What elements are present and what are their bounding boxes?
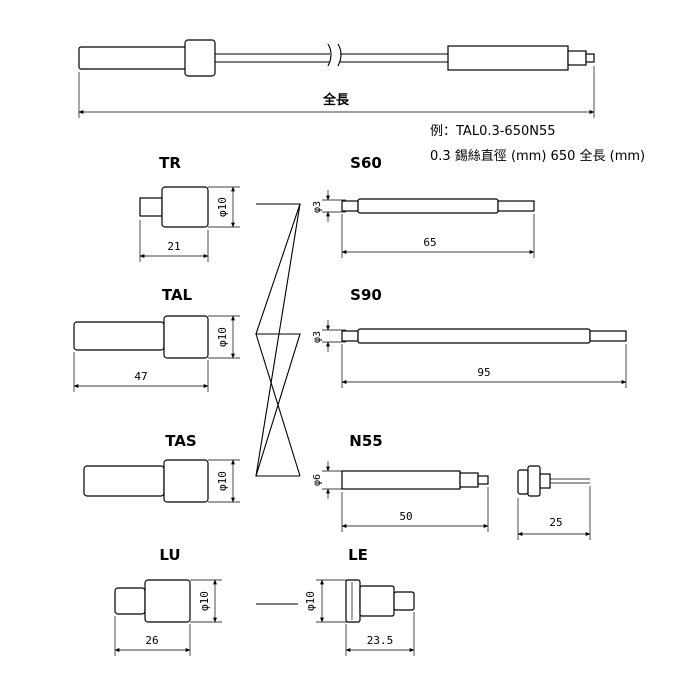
example-line-1: 例：TAL0.3-650N55: [430, 124, 556, 139]
tip-diameter: φ3: [312, 201, 323, 213]
example-line-2: 0.3 錫絲直徑 (mm) 650 全長 (mm): [430, 148, 645, 164]
head-name: LU: [159, 546, 180, 564]
handle-grip: [184, 39, 216, 77]
head-diameter: φ10: [216, 197, 229, 217]
head-name: TAS: [165, 432, 196, 450]
head-length: 21: [167, 240, 180, 253]
tip-n55: N55 φ6 50 25: [312, 432, 591, 540]
overall-assembly: 全長: [78, 39, 595, 118]
tip-name: LE: [348, 546, 368, 564]
head-lu: LU φ10 26: [114, 546, 222, 656]
handle-rear: [78, 46, 188, 70]
tip-length: 50: [399, 510, 412, 523]
tip-s90: S90 φ3 95: [312, 286, 627, 388]
tip-length: 23.5: [367, 634, 394, 647]
n55-nozzle: 25: [517, 465, 591, 540]
head-tas: TAS φ10: [83, 432, 240, 503]
nozzle-length: 25: [549, 516, 562, 529]
head-diameter: φ10: [216, 327, 229, 347]
head-diameter: φ10: [198, 591, 211, 611]
tip-holder: [447, 45, 569, 71]
tip-le: LE φ10 23.5: [304, 546, 415, 656]
head-tal: TAL φ10 47: [73, 286, 240, 392]
tip-length: 95: [477, 366, 490, 379]
head-name: TAL: [162, 286, 193, 304]
head-diameter: φ10: [216, 471, 229, 491]
tip-length: 65: [423, 236, 436, 249]
tip-name: S90: [350, 286, 382, 304]
tip-diameter: φ10: [304, 591, 317, 611]
head-name: TR: [159, 154, 181, 172]
head-tr: TR φ10 21: [139, 154, 240, 262]
head-length: 47: [134, 370, 147, 383]
head-length: 26: [145, 634, 158, 647]
tip-diameter: φ6: [312, 474, 323, 486]
tip-name: S60: [350, 154, 382, 172]
compatibility-lines: [255, 203, 301, 605]
tip-name: N55: [349, 432, 382, 450]
break-mark: [327, 43, 342, 67]
overall-length-label: 全長: [322, 92, 350, 108]
tip-diameter: φ3: [312, 331, 323, 343]
tip-s60: S60 φ3 65: [312, 154, 535, 258]
